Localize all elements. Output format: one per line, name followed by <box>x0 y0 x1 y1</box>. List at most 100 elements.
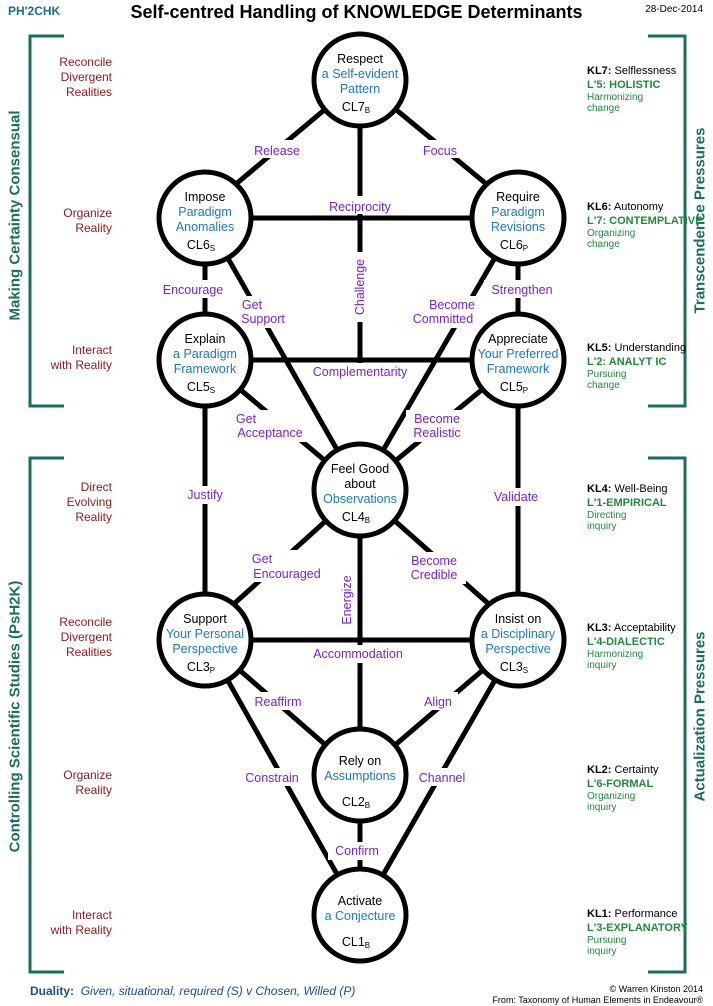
node-appreciate-b2: Framework <box>487 362 550 376</box>
node-impose-b2: Anomalies <box>176 220 234 234</box>
node-explain-level: CL5S <box>187 380 215 395</box>
node-require-b2: Revisions <box>491 220 545 234</box>
node-require-t1: Require <box>496 190 540 204</box>
link-get-acceptance-1: Get <box>236 412 257 426</box>
node-respect-b1: a Self-evident <box>322 67 399 81</box>
node-explain-b2: Framework <box>174 362 237 376</box>
right-label-kl7: KL7: Selflessness L'5: HOLISTIC Harmoniz… <box>587 65 677 114</box>
node-relyon-t1: Rely on <box>339 754 381 768</box>
edge-require-feelgood <box>357 215 521 493</box>
node-feelgood-b1: Observations <box>323 492 397 506</box>
diagram-code: PH'2CHK <box>8 4 61 18</box>
node-feelgood-t1: Feel Good <box>331 462 389 476</box>
link-accommodation: Accommodation <box>313 647 403 661</box>
node-appreciate-b1: Your Preferred <box>478 347 559 361</box>
link-labels: Release Focus Reciprocity Challenge Enco… <box>156 140 560 860</box>
link-get-acceptance-2: Acceptance <box>237 426 302 440</box>
link-channel: Channel <box>419 771 466 785</box>
link-release: Release <box>254 144 300 158</box>
link-strengthen: Strengthen <box>491 283 552 297</box>
link-get-encouraged-1: Get <box>252 552 273 566</box>
link-get-encouraged-2: Encouraged <box>253 567 320 581</box>
node-insist-b2: Perspective <box>485 642 550 656</box>
left-bottom-title: Controlling Scientific Studies (PsH2K) <box>6 580 24 853</box>
link-focus: Focus <box>423 144 457 158</box>
link-get-support-1: Get <box>242 298 263 312</box>
node-appreciate-t1: Appreciate <box>488 332 548 346</box>
node-circle <box>469 311 567 409</box>
node-insist-b1: a Disciplinary <box>481 627 556 641</box>
duality-footer: Duality: Given, situational, required (S… <box>30 984 355 998</box>
node-require-b1: Paradigm <box>491 205 545 219</box>
node-feelgood-level: CL4B <box>342 510 370 525</box>
node-circle <box>311 31 409 129</box>
link-become-credible-2: Credible <box>411 568 458 582</box>
node-activate-b1: a Conjecture <box>325 909 396 923</box>
node-support-t1: Support <box>183 612 227 626</box>
node-activate-level: CL1B <box>342 935 370 950</box>
duality-text: Given, situational, required (S) v Chose… <box>80 984 356 998</box>
node-relyon-b1: Assumptions <box>324 769 396 783</box>
credit-source: From: Taxonomy of Human Elements in Ende… <box>492 995 703 1005</box>
credit: © Warren Kinston 2014 From: Taxonomy of … <box>492 984 703 1006</box>
node-support-level: CL3P <box>187 660 215 675</box>
duality-label: Duality: <box>30 984 75 998</box>
node-circle <box>469 169 567 267</box>
node-circle <box>311 726 409 824</box>
node-respect-b2: Pattern <box>340 82 380 96</box>
left-top-bracket <box>28 34 64 408</box>
node-explain-b1: a Paradigm <box>173 347 237 361</box>
right-top-bracket <box>648 34 687 408</box>
link-reaffirm: Reaffirm <box>254 695 301 709</box>
diagram-date: 28-Dec-2014 <box>645 4 703 15</box>
link-validate: Validate <box>494 490 538 504</box>
node-impose-t1: Impose <box>185 190 226 204</box>
node-support-b1: Your Personal <box>166 627 244 641</box>
link-become-realistic-1: Become <box>414 412 460 426</box>
node-respect-level: CL7B <box>342 100 370 115</box>
link-reciprocity: Reciprocity <box>329 200 392 214</box>
link-constrain: Constrain <box>245 771 299 785</box>
node-insist-level: CL3S <box>500 660 528 675</box>
credit-copyright: © Warren Kinston 2014 <box>609 984 703 994</box>
node-appreciate-level: CL5P <box>500 380 528 395</box>
right-bottom-bracket <box>648 456 687 974</box>
node-circle <box>156 169 254 267</box>
node-support-b2: Perspective <box>172 642 237 656</box>
node-circle <box>156 591 254 689</box>
link-encourage: Encourage <box>163 283 224 297</box>
link-become-committed-1: Become <box>429 298 475 312</box>
link-become-committed-2: Committed <box>413 312 473 326</box>
node-activate-t1: Activate <box>338 894 383 908</box>
diagram-title: Self-centred Handling of KNOWLEDGE Deter… <box>130 2 583 22</box>
node-respect-t1: Respect <box>337 52 383 66</box>
link-become-realistic-2: Realistic <box>413 426 460 440</box>
right-label-kl1: KL1: Performance L'3-EXPLANATORY Pursuin… <box>587 908 688 957</box>
link-get-support-2: Support <box>241 312 285 326</box>
link-become-credible-1: Become <box>411 554 457 568</box>
link-justify: Justify <box>187 488 223 502</box>
node-relyon-level: CL2B <box>342 795 370 810</box>
link-confirm: Confirm <box>335 844 379 858</box>
link-align: Align <box>424 695 452 709</box>
node-circle <box>469 591 567 689</box>
link-energize: Energize <box>340 575 354 624</box>
right-label-kl3: KL3: Acceptability L'4-DIALECTIC Harmoni… <box>587 622 676 671</box>
node-explain-t1: Explain <box>185 332 226 346</box>
edge-impose-feelgood <box>202 215 363 493</box>
